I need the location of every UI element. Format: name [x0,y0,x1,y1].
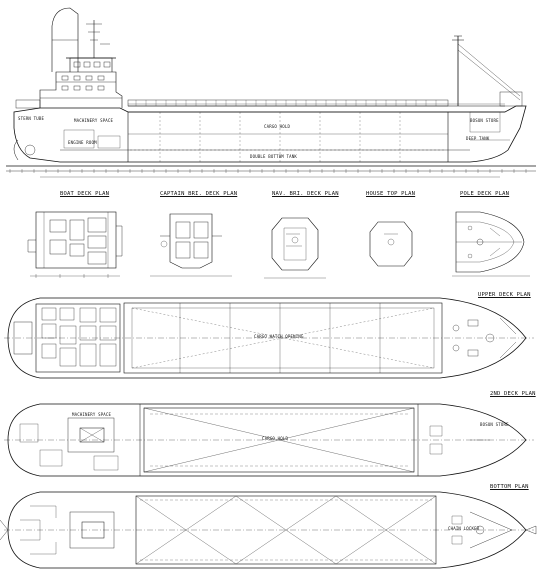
nav-deck-title: NAV. BRI. DECK PLAN [272,191,339,197]
bottom-plan [0,491,537,569]
profile-deep-tank-label: DEEP TANK [466,136,490,141]
pole-deck-title: POLE DECK PLAN [460,191,510,197]
funnel [51,7,79,72]
captain-deck-plan [150,213,232,277]
nav-bridge-deck-plan [264,217,326,279]
second-deck-plan [4,403,534,477]
boat-deck-title: BOAT DECK PLAN [60,191,110,197]
rudder [13,139,19,161]
second-hold-note: CARGO HOLD [262,436,289,441]
boat-deck-plan [27,211,123,278]
chain-locker-label: CHAIN LOCKER [448,526,480,531]
captain-deck-title: CAPTAIN BRI. DECK PLAN [160,191,238,197]
upper-deck-plan [4,297,534,379]
hatch-coaming [127,99,449,107]
upper-hatch-note: CARGO HATCH OPENING [254,334,304,339]
house-top-plan [369,221,413,267]
superstructure [39,71,123,108]
second-deck-title: 2ND DECK PLAN [490,391,536,397]
pole-deck-plan [452,211,530,277]
profile-stern-tube-label: STERN TUBE [18,116,45,121]
profile-machinery-label: MACHINERY SPACE [74,118,114,123]
hold-outline-2nd [143,407,415,473]
profile-bosun-store-label: BOSUN STORE [470,118,499,123]
bosun-store-label: BOSUN STORE [480,422,509,427]
machinery-space-label: MACHINERY SPACE [72,412,112,417]
profile-double-bottom-label: DOUBLE BOTTOM TANK [250,154,297,159]
profile-engine-room-label: ENGINE ROOM [68,140,97,145]
frame-ticks [9,169,527,173]
profile-view [6,7,536,178]
wheelhouse [69,57,113,72]
hatch-opening [123,302,443,374]
crane-jib [457,43,521,101]
bottom-title: BOTTOM PLAN [490,484,529,490]
upper-deck-title: UPPER DECK PLAN [478,292,531,298]
double-bottom-outline [135,495,437,565]
profile-cargo-hold-label: CARGO HOLD [264,124,291,129]
house-top-title: HOUSE TOP PLAN [366,191,416,197]
propeller [24,144,36,156]
